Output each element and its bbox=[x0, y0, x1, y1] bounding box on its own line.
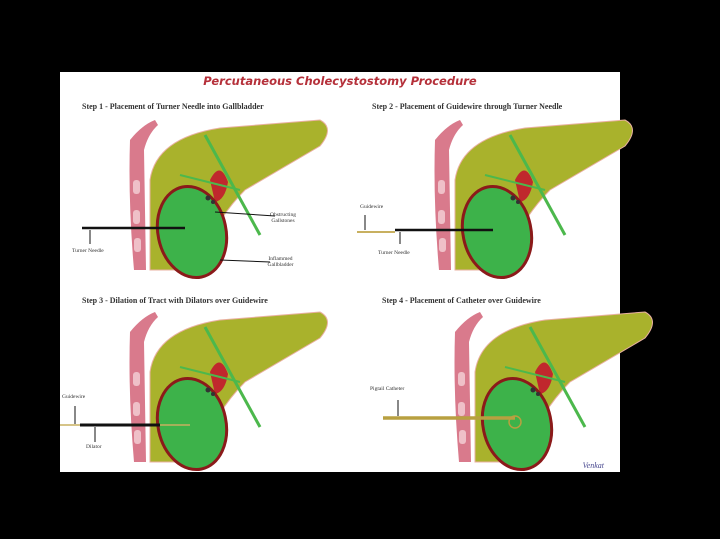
step-2-heading: Step 2 - Placement of Guidewire through … bbox=[372, 102, 563, 111]
step-4-diagram bbox=[383, 310, 654, 478]
label-turner-needle: Turner Needle bbox=[72, 248, 104, 254]
label-turner-needle: Turner Needle bbox=[378, 250, 410, 256]
step-1-heading: Step 1 - Placement of Turner Needle into… bbox=[82, 102, 264, 111]
slide-title: Percutaneous Cholecystostomy Procedure bbox=[203, 74, 477, 88]
step-4-heading: Step 4 - Placement of Catheter over Guid… bbox=[382, 296, 541, 305]
step-3-heading: Step 3 - Dilation of Tract with Dilators… bbox=[82, 296, 268, 305]
step-1-diagram bbox=[82, 118, 329, 286]
label-pigtail-catheter: Pigtail Catheter bbox=[370, 386, 405, 392]
author-signature: Venkat bbox=[582, 461, 604, 470]
label-obstructing-gallstones: Obstructing Gallstones bbox=[270, 212, 296, 224]
label-inflammed-gallbladder: Inflammed Gallbladder bbox=[267, 256, 294, 268]
procedure-slide: Percutaneous Cholecystostomy Procedure S… bbox=[60, 72, 654, 478]
label-guidewire: Guidewire bbox=[360, 204, 384, 210]
step-3-diagram bbox=[60, 310, 329, 478]
label-dilator: Dilator bbox=[86, 444, 102, 450]
step-2-diagram bbox=[357, 118, 634, 286]
label-guidewire: Guidewire bbox=[62, 394, 86, 400]
